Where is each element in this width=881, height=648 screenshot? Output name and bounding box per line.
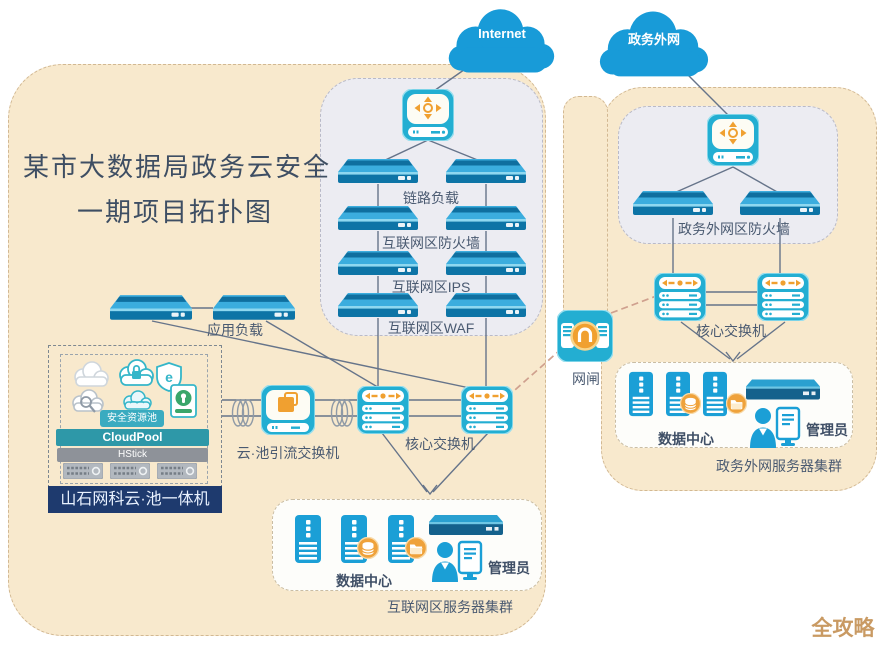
label-gov-firewall: 政务外网区防火墙 (678, 221, 790, 237)
label-link-load: 链路负载 (403, 190, 459, 206)
label-gov-datacenter: 数据中心 (658, 431, 714, 447)
core-switch-icon (461, 386, 513, 434)
green-shield-badge-icon (170, 384, 197, 418)
label-internet-datacenter: 数据中心 (336, 573, 392, 589)
internet-router-icon (402, 89, 454, 141)
rack-appliance-icon (746, 379, 820, 402)
mini-rack-icon (63, 463, 103, 479)
app-load-balancer-icon (110, 295, 192, 322)
mini-rack-icon (157, 463, 197, 479)
folder-badge-icon (726, 393, 747, 414)
link-load-balancer-icon (445, 159, 527, 185)
diagram-title-line1: 某市大数据局政务云安全 (22, 152, 332, 182)
rack-appliance-icon (429, 515, 503, 537)
internet-cloud-label: Internet (478, 26, 526, 41)
mini-rack-icon (110, 463, 150, 479)
admin-person-icon (750, 406, 802, 448)
label-gov-cluster: 政务外网服务器集群 (716, 458, 842, 474)
link-load-balancer-icon (337, 159, 419, 185)
hillstone-banner: 山石网科云·池一体机 (48, 486, 222, 513)
label-gateway: 网闸 (572, 371, 600, 387)
core-switch-icon (357, 386, 409, 434)
label-internet-ips: 互联网区IPS (391, 279, 471, 295)
label-internet-admin: 管理员 (488, 560, 530, 576)
label-core-switch-gov: 核心交换机 (696, 323, 766, 339)
hillstone-inner-box (60, 354, 208, 484)
label-internet-waf: 互联网区WAF (387, 320, 475, 336)
internet-ips-icon (337, 251, 419, 277)
internet-firewall-icon (337, 206, 419, 232)
internet-ips-icon (445, 251, 527, 277)
gov-firewall-icon (632, 191, 714, 217)
label-internet-cluster: 互联网区服务器集群 (387, 599, 513, 615)
gov-router-icon (707, 114, 759, 166)
internet-waf-icon (445, 293, 527, 319)
internet-waf-icon (337, 293, 419, 319)
label-app-load: 应用负载 (207, 322, 263, 338)
diversion-switch-icon (261, 385, 315, 435)
watermark-text: 全攻略 (811, 617, 875, 640)
core-switch-icon (757, 273, 809, 321)
network-gateway-icon (557, 310, 613, 362)
folder-badge-icon (405, 537, 427, 559)
link-coil-icon (330, 397, 354, 429)
internet-firewall-icon (445, 206, 527, 232)
link-coil-icon (231, 397, 255, 429)
small-cloud-icon (123, 390, 152, 410)
database-badge-icon (357, 537, 379, 559)
database-badge-icon (680, 393, 701, 414)
hstick-bar: HStick (57, 448, 208, 462)
label-diversion-switch: 云·池引流交换机 (236, 445, 340, 461)
app-load-balancer-icon (213, 295, 295, 322)
cloud-lock-icon (119, 359, 154, 386)
server-tower-icon (629, 371, 653, 417)
cloudpool-bar: CloudPool (56, 429, 209, 446)
gov-firewall-icon (739, 191, 821, 217)
core-switch-icon (654, 273, 706, 321)
diagram-title-line2: 一期项目拓扑图 (76, 197, 274, 227)
server-tower-icon (703, 371, 727, 417)
label-internet-firewall: 互联网区防火墙 (382, 235, 480, 251)
admin-person-icon (432, 540, 484, 582)
label-core-switch-internet: 核心交换机 (405, 436, 475, 452)
label-gov-admin: 管理员 (806, 422, 848, 438)
security-pool-badge: 安全资源池 (100, 410, 164, 427)
gov-cloud-label: 政务外网 (627, 32, 681, 47)
server-tower-icon (295, 515, 321, 563)
shield-e-icon: e (156, 362, 182, 392)
cloud-search-icon (72, 389, 104, 413)
white-cloud-icon (74, 361, 109, 387)
svg-text:e: e (165, 369, 173, 385)
